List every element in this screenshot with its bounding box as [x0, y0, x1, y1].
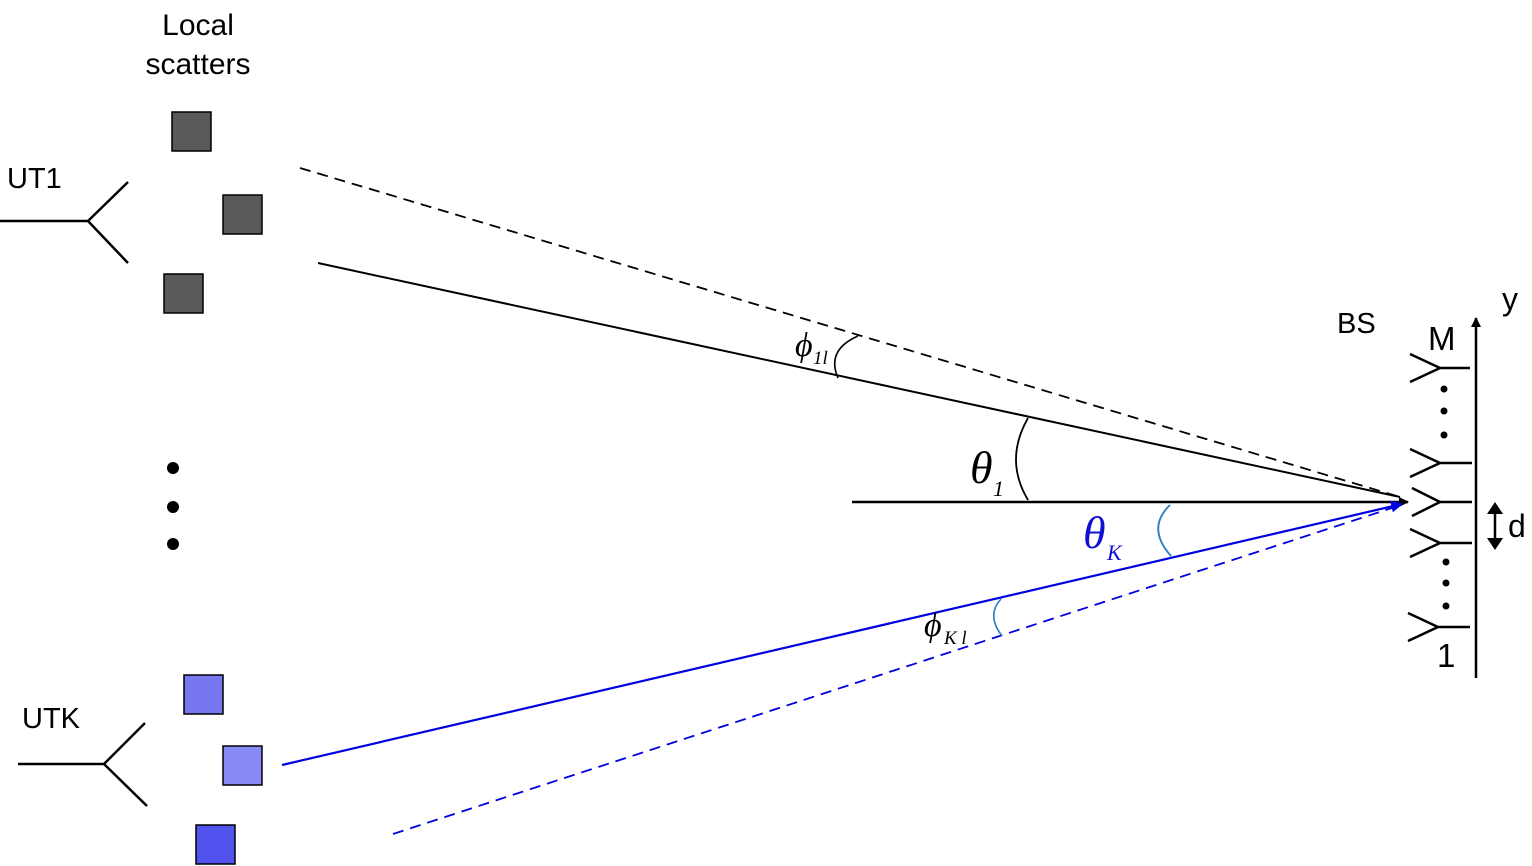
theta1-arc	[1015, 417, 1029, 501]
utk-scatter-path-dashed	[392, 505, 1399, 835]
users-ellipsis	[167, 462, 179, 550]
phi1l-symbol: ϕ	[795, 327, 813, 364]
utk-antenna-icon	[18, 722, 148, 807]
utk-scatter	[183, 674, 224, 715]
spacing-arrow-icon	[1487, 502, 1503, 550]
utk-direct-path	[281, 500, 1404, 767]
ut1-scatter	[222, 194, 263, 235]
thetaK-symbol: θ	[1083, 507, 1106, 558]
spacing-label: d	[1508, 508, 1526, 544]
ut1-scatter	[171, 111, 212, 152]
bs-antenna-array-icon	[1407, 352, 1472, 643]
ut1-scatter	[163, 273, 204, 314]
theta1-subscript: 1	[993, 476, 1004, 501]
antenna-index-top: M	[1428, 320, 1456, 357]
thetaK-subscript: K	[1106, 540, 1123, 565]
utk-scatter	[222, 745, 263, 786]
ut1-label: UT1	[7, 163, 62, 195]
phi1l-arc	[833, 335, 859, 379]
array-ellipsis-lower	[1442, 558, 1450, 610]
phiKl-symbol: ϕ	[924, 607, 942, 644]
bs-label: BS	[1337, 308, 1376, 340]
antenna-index-bottom: 1	[1437, 637, 1455, 674]
array-ellipsis-upper	[1440, 385, 1448, 439]
ut1-antenna-icon	[0, 181, 129, 264]
local-scatters-label-line2: scatters	[145, 48, 250, 81]
phi1l-subscript: 1l	[813, 348, 828, 369]
ut1-scatter-path-dashed	[299, 167, 1401, 498]
phiKl-subscript: K l	[943, 628, 967, 649]
utk-label: UTK	[22, 703, 81, 735]
local-scatters-label-line1: Local	[162, 9, 234, 42]
ut1-direct-path	[317, 262, 1401, 498]
phiKl-arc	[992, 598, 1003, 637]
thetaK-arc	[1157, 504, 1172, 557]
y-axis-label: y	[1502, 281, 1518, 317]
theta1-symbol: θ	[970, 442, 993, 493]
utk-scatter	[195, 824, 236, 865]
